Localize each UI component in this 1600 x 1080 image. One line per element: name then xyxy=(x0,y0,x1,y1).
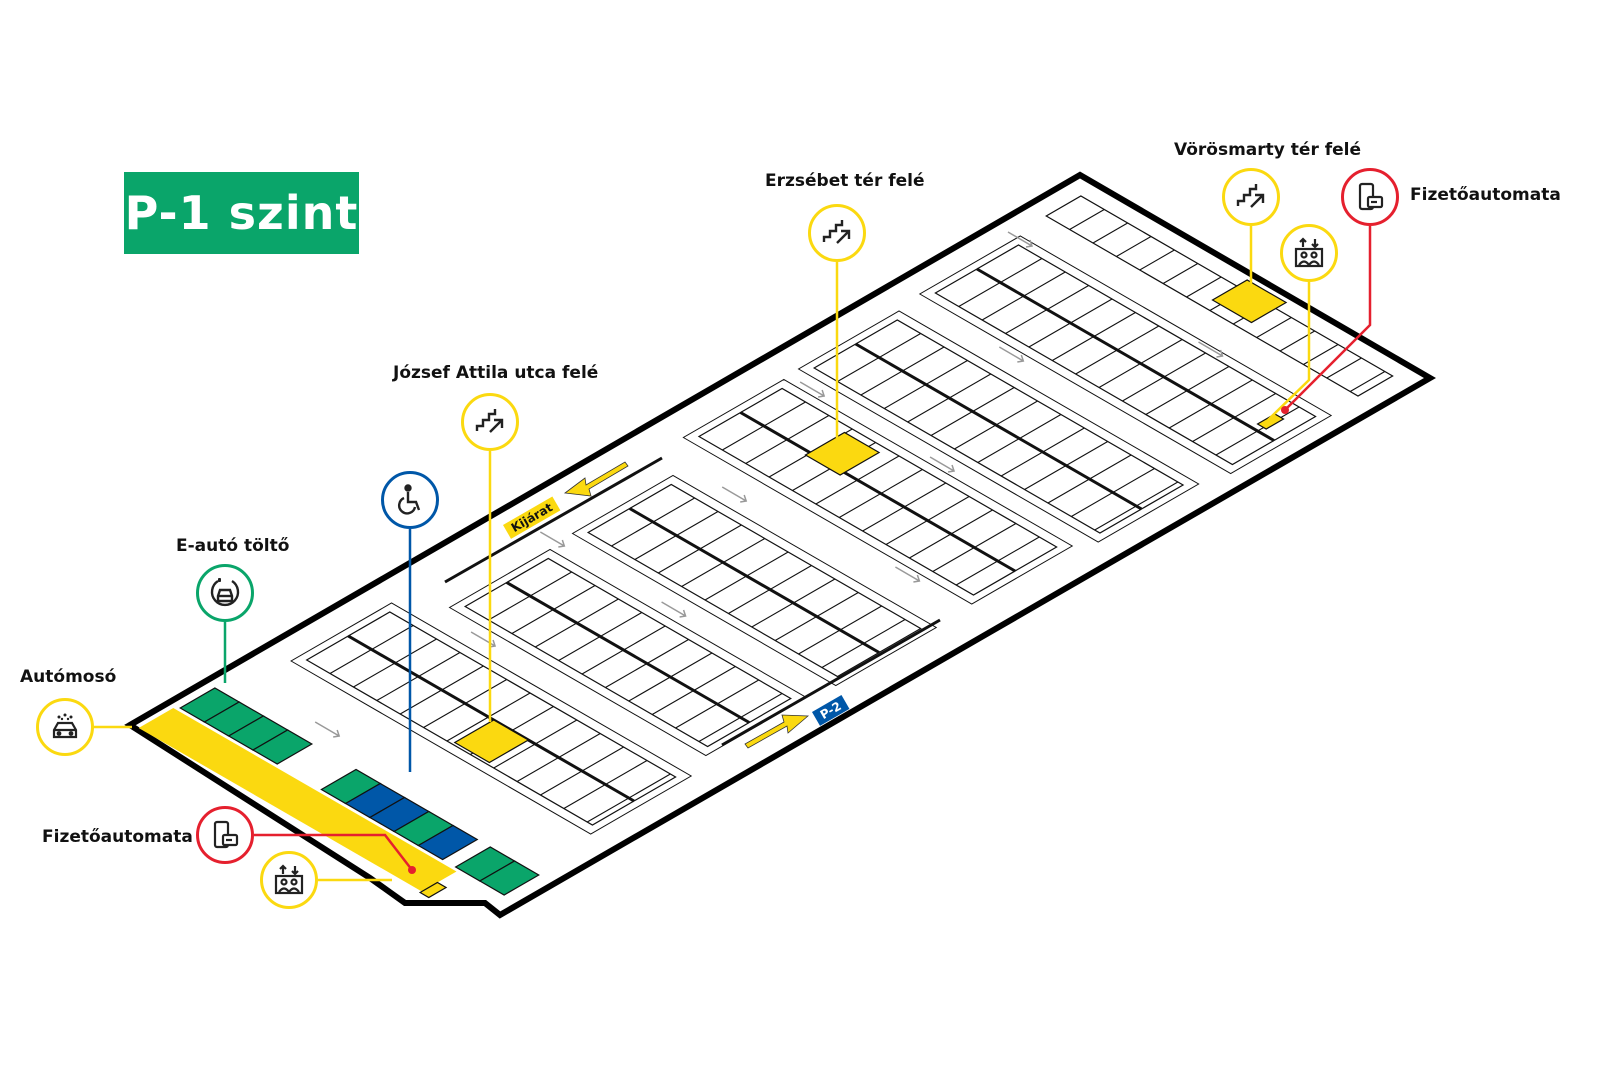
row-center-line xyxy=(628,507,880,654)
stall-divider xyxy=(1256,317,1292,338)
label-stairs-jozsef: József Attila utca felé xyxy=(393,363,599,383)
curb xyxy=(682,378,1074,605)
payment-machine-icon xyxy=(1358,182,1384,211)
parking-row xyxy=(448,548,808,757)
stairs-vorosmarty-callout[interactable] xyxy=(1222,168,1280,226)
floor-plan xyxy=(124,171,1436,919)
accessible-parking-callout[interactable] xyxy=(381,471,439,529)
direction-arrow xyxy=(998,346,1025,363)
stairs-icon xyxy=(822,220,851,244)
car-wash-callout[interactable] xyxy=(36,698,94,756)
payment-machine-right-callout[interactable] xyxy=(1341,168,1399,226)
stall-divider xyxy=(1139,249,1175,271)
entry-arrow xyxy=(744,714,810,749)
payment-left-dot xyxy=(408,866,416,874)
stairwell-jozsef xyxy=(453,719,530,764)
accessible-spot xyxy=(417,824,479,861)
stall-divider xyxy=(1186,276,1222,298)
direction-arrow xyxy=(895,566,921,583)
curb xyxy=(918,235,1333,475)
car-wash-icon xyxy=(52,713,78,739)
parking-row xyxy=(682,378,1074,605)
direction-arrow xyxy=(661,601,687,618)
direction-arrow xyxy=(314,721,341,738)
curb xyxy=(797,310,1200,543)
payment-machine-left-callout[interactable] xyxy=(196,806,254,864)
car-wash-area xyxy=(138,708,457,892)
label-payment-right: Fizetőautomata xyxy=(1410,185,1561,205)
stall-divider xyxy=(1069,209,1105,230)
label-car-wash: Autómosó xyxy=(20,667,117,687)
elevator-icon xyxy=(274,864,304,895)
row-outline xyxy=(1045,195,1394,397)
stall-divider xyxy=(1092,222,1128,244)
label-payment-left: Fizetőautomata xyxy=(42,827,193,847)
payment-machine-icon xyxy=(213,820,239,849)
elevator-right-line xyxy=(1267,282,1311,421)
curb xyxy=(571,474,938,687)
parking-row xyxy=(571,474,938,687)
stairwell-erzsebet xyxy=(804,431,881,476)
stall-divider xyxy=(1116,236,1152,257)
ev-charging-spot xyxy=(251,729,314,765)
payment-right-line xyxy=(1284,226,1372,411)
wheelchair-icon xyxy=(397,484,421,515)
stall-divider xyxy=(1162,263,1199,284)
payment-left-line xyxy=(254,833,413,871)
page-title: P-1 szint xyxy=(124,172,359,254)
direction-arrow xyxy=(1198,341,1224,358)
stall-divider xyxy=(1326,357,1362,379)
payment-right-dot xyxy=(1281,406,1289,414)
stairs-erzsebet-callout[interactable] xyxy=(808,204,866,262)
row-center-line xyxy=(505,581,750,724)
direction-arrow xyxy=(721,486,748,503)
stall-divider xyxy=(1349,371,1386,392)
parking-row xyxy=(918,235,1333,475)
direction-arrow xyxy=(929,456,956,473)
parking-row xyxy=(797,310,1200,543)
stairs-icon xyxy=(1236,184,1265,208)
ev-charger-callout[interactable] xyxy=(196,564,254,622)
elevator-icon xyxy=(1294,237,1324,268)
elevator-left-callout[interactable] xyxy=(260,851,318,909)
label-stairs-erzsebet: Erzsébet tér felé xyxy=(765,171,925,191)
row-center-line xyxy=(976,267,1275,442)
elevator-right-callout[interactable] xyxy=(1280,224,1338,282)
stairs-jozsef-callout[interactable] xyxy=(461,393,519,451)
ramp-wall-entry xyxy=(721,618,941,747)
ramp-wall-exit xyxy=(444,456,663,584)
callout-lines xyxy=(93,226,1372,882)
elevator-left xyxy=(418,881,448,899)
label-ev-charger: E-autó töltő xyxy=(176,536,290,556)
direction-arrow xyxy=(1007,231,1033,248)
direction-arrow xyxy=(539,531,566,548)
direction-arrow xyxy=(799,381,826,398)
ev-charging-spot xyxy=(478,860,540,896)
stairwell-vorosmarty xyxy=(1211,279,1288,324)
stairs-icon xyxy=(475,409,504,433)
row-center-line xyxy=(854,342,1143,511)
label-stairs-vorosmarty: Vörösmarty tér felé xyxy=(1174,140,1362,160)
curb xyxy=(290,602,693,835)
ev-charger-icon xyxy=(210,578,240,607)
exit-arrow xyxy=(563,461,629,497)
row-center-line xyxy=(739,411,1016,573)
